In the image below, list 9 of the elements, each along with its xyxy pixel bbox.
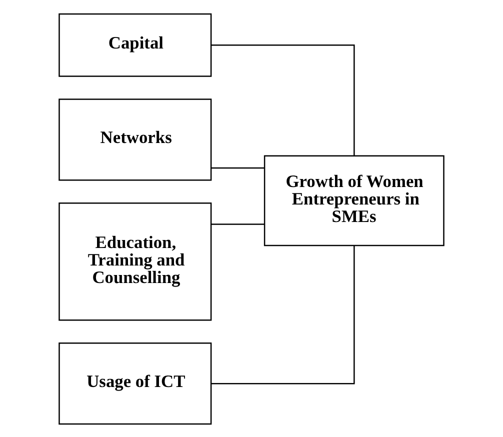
node-box: Growth of Women Entrepreneurs in SMEs	[264, 154, 444, 246]
node-box: Usage of ICT	[58, 342, 212, 424]
connector	[211, 44, 355, 156]
connector	[211, 166, 264, 168]
connector	[211, 245, 355, 384]
node-box: Networks	[58, 98, 212, 180]
node-box: Education, Training and Counselling	[58, 202, 212, 320]
node-box: Capital	[58, 12, 212, 76]
connector	[211, 223, 264, 224]
